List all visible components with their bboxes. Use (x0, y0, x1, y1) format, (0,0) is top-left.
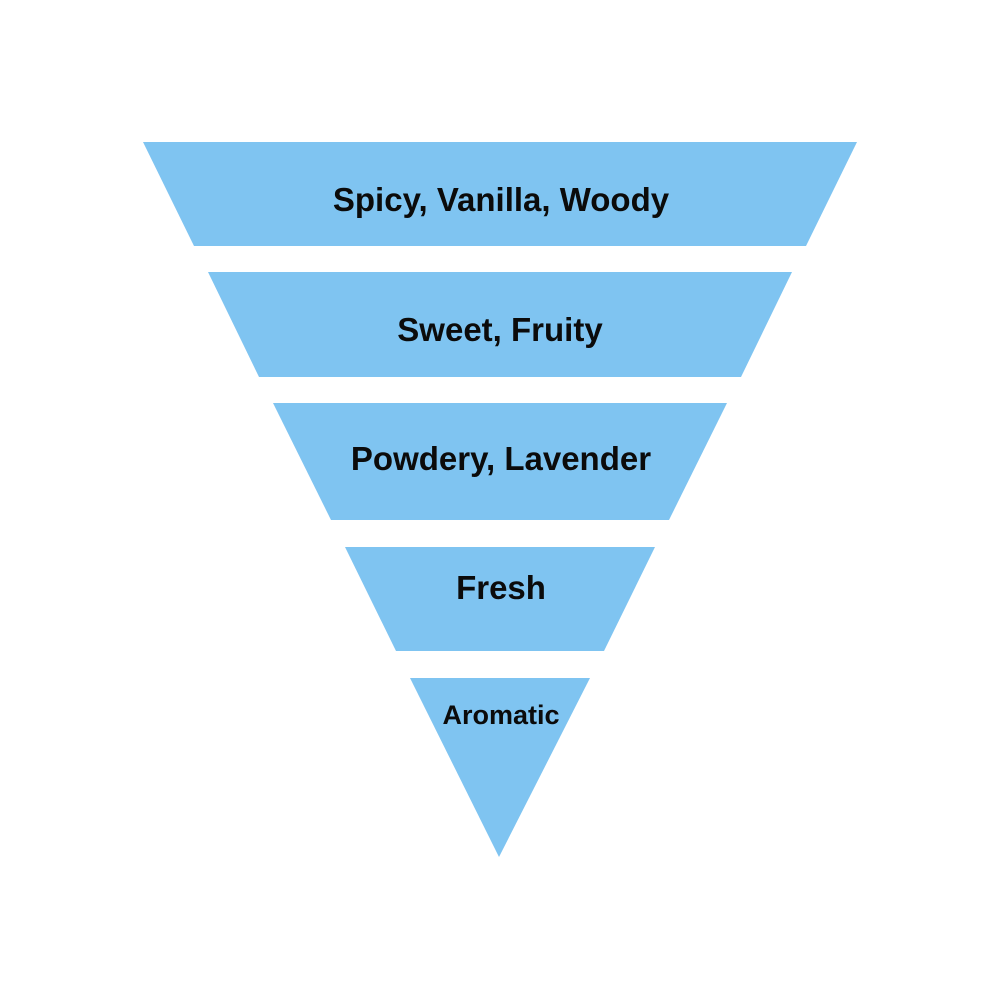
tier-4-shape (345, 547, 655, 651)
tier-1-label: Spicy, Vanilla, Woody (333, 181, 670, 218)
tier-5-label: Aromatic (442, 700, 559, 730)
tier-1-shape (143, 142, 857, 246)
tier-5-shape (410, 678, 590, 857)
tier-3-shape (273, 403, 727, 520)
tier-2-shape (208, 272, 792, 377)
tier-3-label: Powdery, Lavender (351, 440, 651, 477)
tier-4-label: Fresh (456, 569, 546, 606)
tier-2-label: Sweet, Fruity (397, 311, 603, 348)
